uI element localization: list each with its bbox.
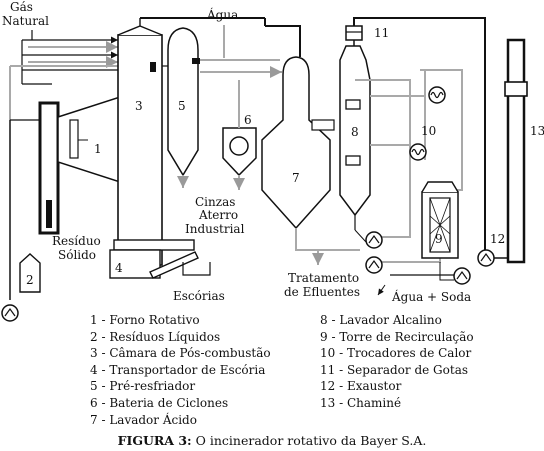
- legend-item: 5 - Pré-resfriador: [90, 379, 196, 394]
- pre-cooler: [167, 27, 199, 188]
- figure-caption: FIGURA 3: O incinerador rotativo da Baye…: [0, 433, 544, 448]
- legend-item: 8 - Lavador Alcalino: [320, 313, 442, 327]
- legend-item: 11 - Separador de Gotas: [320, 362, 469, 377]
- cyclone-battery: [222, 80, 257, 190]
- liquid-residue-tank: [19, 253, 41, 293]
- num-7: 7: [292, 171, 300, 185]
- label-agua-top: Água: [206, 7, 238, 22]
- legend-right: 8 - Lavador Alcalino 9 - Torre de Recirc…: [320, 312, 474, 412]
- pump-icon: [453, 267, 471, 285]
- caption-text: O incinerador rotativo da Bayer S.A.: [191, 433, 427, 448]
- num-13: 13: [530, 124, 544, 138]
- legend-item: 13 - Chaminé: [320, 395, 402, 410]
- num-4: 4: [115, 261, 123, 275]
- acid-scrubber: [261, 56, 360, 265]
- exhaust-fan-icon: [477, 249, 495, 267]
- label-cinzas-1: Cinzas: [195, 195, 235, 209]
- label-gas-natural-1: Gás: [10, 0, 33, 14]
- recirculation-tower: [421, 181, 459, 259]
- water-top-line: [200, 25, 282, 78]
- droplet-separator: [345, 17, 486, 255]
- label-gas-natural-2: Natural: [2, 14, 49, 28]
- legend-item: 4 - Transportador de Escória: [90, 362, 266, 377]
- pump-icon: [365, 231, 383, 249]
- num-11: 11: [374, 26, 389, 40]
- legend-item: 1 - Forno Rotativo: [90, 313, 200, 327]
- legend-item: 6 - Bateria de Ciclones: [90, 395, 229, 410]
- label-residuo-1: Resíduo: [52, 234, 101, 248]
- slag-conveyor: [109, 249, 211, 279]
- num-2: 2: [26, 273, 34, 287]
- num-9: 9: [435, 232, 443, 246]
- label-escorias: Escórias: [173, 289, 225, 303]
- label-tratamento-1: Tratamento: [288, 271, 359, 285]
- legend-item: 9 - Torre de Recirculação: [320, 329, 474, 344]
- label-cinzas-2: Aterro: [198, 208, 238, 222]
- num-10: 10: [421, 124, 436, 138]
- rotary-kiln: [38, 95, 121, 235]
- chimney: [504, 38, 528, 264]
- caption-bold: FIGURA 3:: [117, 433, 192, 448]
- label-cinzas-3: Industrial: [185, 222, 245, 236]
- legend-left: 1 - Forno Rotativo 2 - Resíduos Líquidos…: [90, 312, 271, 428]
- residue-pump-icon: [1, 304, 19, 322]
- legend-item: 7 - Lavador Ácido: [90, 412, 197, 427]
- num-8: 8: [351, 125, 359, 139]
- num-5: 5: [178, 99, 186, 113]
- label-tratamento-2: de Efluentes: [284, 285, 360, 299]
- legend-item: 10 - Trocadores de Calor: [320, 346, 472, 361]
- num-1: 1: [94, 142, 102, 156]
- pump-icon: [365, 256, 383, 274]
- num-3: 3: [135, 99, 143, 113]
- num-6: 6: [244, 113, 252, 127]
- legend-item: 12 - Exaustor: [320, 379, 402, 394]
- post-combustion-chamber: [113, 17, 266, 266]
- label-agua-soda: Água + Soda: [391, 289, 471, 304]
- label-residuo-2: Sólido: [58, 248, 96, 262]
- gas-supply-lines: [21, 30, 118, 85]
- legend-item: 3 - Câmara de Pós-combustão: [90, 346, 271, 361]
- num-12: 12: [490, 232, 505, 246]
- legend-item: 2 - Resíduos Líquidos: [90, 329, 221, 344]
